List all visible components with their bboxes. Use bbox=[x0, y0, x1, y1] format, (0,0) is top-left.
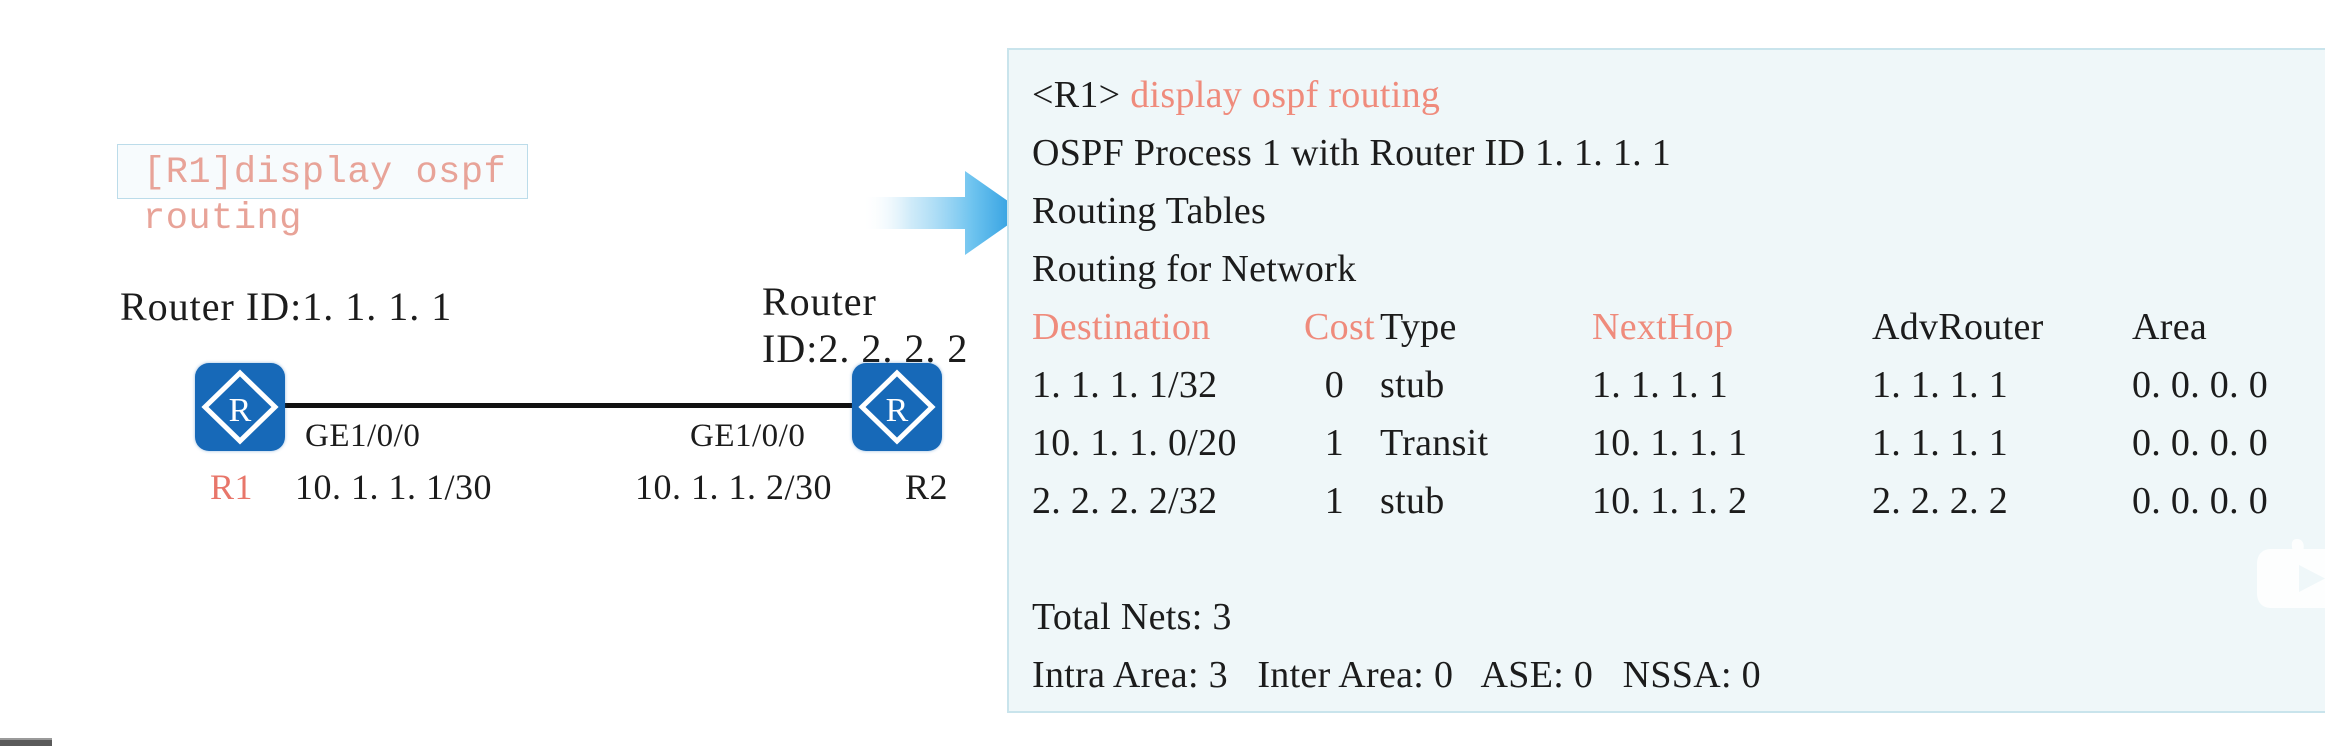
right-interface-address: 10. 1. 1. 2/30 bbox=[635, 467, 833, 507]
terminal-total-nets: Total Nets: 3 bbox=[1032, 596, 1232, 638]
right-router-name: R2 bbox=[905, 467, 949, 507]
terminal-command: display ospf routing bbox=[1130, 74, 1441, 116]
router-link-line bbox=[285, 403, 853, 408]
command-callout-line-2: routing bbox=[143, 198, 302, 240]
cell-advrouter: 2. 2. 2. 2 bbox=[1872, 480, 2008, 522]
cell-advrouter: 1. 1. 1. 1 bbox=[1872, 422, 2008, 464]
bottom-left-chrome-sliver bbox=[0, 738, 52, 746]
router-icon-r1[interactable]: R bbox=[195, 363, 285, 451]
cell-destination: 10. 1. 1. 0/20 bbox=[1032, 422, 1237, 464]
cell-cost: 1 bbox=[1324, 480, 1344, 522]
command-callout-box bbox=[117, 144, 528, 199]
terminal-line-routing-for-network: Routing for Network bbox=[1032, 248, 1357, 290]
router-icon-r2[interactable]: R bbox=[852, 363, 942, 451]
right-interface-name: GE1/0/0 bbox=[690, 418, 806, 454]
cell-area: 0. 0. 0. 0 bbox=[2132, 422, 2268, 464]
header-area: Area bbox=[2132, 306, 2208, 348]
routing-table-row: 1. 1. 1. 1/32 0 stub 1. 1. 1. 1 1. 1. 1.… bbox=[1032, 356, 2325, 414]
router-diamond-icon: R bbox=[858, 369, 936, 445]
cell-advrouter: 1. 1. 1. 1 bbox=[1872, 364, 2008, 406]
svg-text:R: R bbox=[229, 392, 252, 429]
terminal-area-counts: Intra Area: 3 Inter Area: 0 ASE: 0 NSSA:… bbox=[1032, 654, 1761, 696]
header-advrouter: AdvRouter bbox=[1872, 306, 2044, 348]
header-type: Type bbox=[1380, 306, 1457, 348]
cell-type: stub bbox=[1380, 364, 1445, 406]
routing-table-row: 10. 1. 1. 0/20 1 Transit 10. 1. 1. 1 1. … bbox=[1032, 414, 2325, 472]
right-router-id-label-line-1: Router bbox=[762, 279, 877, 324]
terminal-line-process: OSPF Process 1 with Router ID 1. 1. 1. 1 bbox=[1032, 132, 1672, 174]
routing-table-row: 2. 2. 2. 2/32 1 stub 10. 1. 1. 2 2. 2. 2… bbox=[1032, 472, 2325, 530]
left-router-id-label: Router ID:1. 1. 1. 1 bbox=[120, 284, 453, 329]
svg-text:R: R bbox=[886, 392, 909, 429]
terminal-line-routing-tables: Routing Tables bbox=[1032, 190, 1267, 232]
terminal-lines: <R1> display ospf routing OSPF Process 1… bbox=[1032, 66, 2325, 704]
cell-destination: 2. 2. 2. 2/32 bbox=[1032, 480, 1218, 522]
cell-area: 0. 0. 0. 0 bbox=[2132, 364, 2268, 406]
left-interface-address: 10. 1. 1. 1/30 bbox=[295, 467, 493, 507]
cell-type: stub bbox=[1380, 480, 1445, 522]
terminal-prompt: <R1> bbox=[1032, 74, 1121, 116]
left-router-name: R1 bbox=[210, 467, 254, 507]
header-nexthop: NextHop bbox=[1592, 306, 1734, 348]
router-diamond-icon: R bbox=[201, 369, 279, 445]
cell-cost: 0 bbox=[1324, 364, 1344, 406]
cell-nexthop: 10. 1. 1. 2 bbox=[1592, 480, 1748, 522]
terminal-output-panel: <R1> display ospf routing OSPF Process 1… bbox=[1007, 48, 2325, 713]
cell-area: 0. 0. 0. 0 bbox=[2132, 480, 2268, 522]
terminal-blank-line bbox=[1032, 530, 2325, 588]
routing-table-header-row: Destination Cost Type NextHop AdvRouter … bbox=[1032, 298, 2325, 356]
cell-nexthop: 1. 1. 1. 1 bbox=[1592, 364, 1728, 406]
left-interface-name: GE1/0/0 bbox=[305, 418, 421, 454]
app-watermark-icon bbox=[2257, 539, 2325, 608]
cell-cost: 1 bbox=[1324, 422, 1344, 464]
cell-nexthop: 10. 1. 1. 1 bbox=[1592, 422, 1748, 464]
flow-arrow-icon bbox=[862, 163, 1027, 263]
header-destination: Destination bbox=[1032, 306, 1211, 348]
terminal-command-line: <R1> display ospf routing bbox=[1032, 66, 2325, 124]
command-callout-line-1: [R1]display ospf bbox=[143, 152, 507, 194]
header-cost: Cost bbox=[1304, 306, 1375, 348]
cell-destination: 1. 1. 1. 1/32 bbox=[1032, 364, 1218, 406]
cell-type: Transit bbox=[1380, 422, 1489, 464]
